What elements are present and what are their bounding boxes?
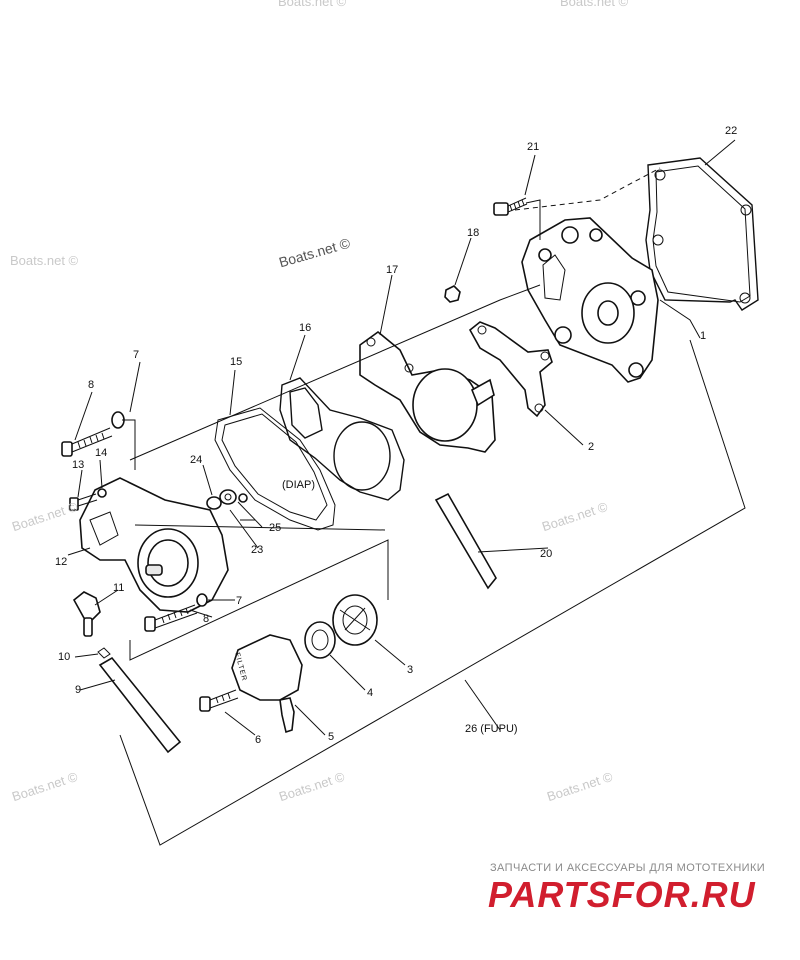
part-20-hose [434, 492, 497, 590]
part-1-cover [521, 217, 659, 383]
part-10-clip [97, 647, 111, 659]
part-5-filter-cover [231, 634, 303, 734]
callout-14: 14 [95, 447, 108, 459]
callout-9: 9 [75, 684, 82, 696]
callout-17: 17 [386, 264, 399, 276]
callout-15: 15 [230, 356, 243, 368]
callout-12: 12 [55, 556, 68, 568]
callout-22: 22 [725, 125, 738, 137]
part-3-valve [332, 594, 378, 646]
part-8-screw-lower [144, 593, 208, 632]
part-18-nut [444, 285, 461, 303]
callout-16: 16 [299, 322, 312, 334]
callout-20: 20 [540, 548, 553, 560]
callout-7-upper: 7 [133, 349, 140, 361]
callout-8-lower: 8 [203, 613, 210, 625]
part-15-diaphragm [214, 407, 336, 531]
callout-11: 11 [113, 582, 125, 594]
part-4-oring [304, 621, 336, 659]
diap-annotation: (DIAP) [282, 479, 315, 491]
part-22-gasket [645, 157, 759, 311]
callout-13: 13 [72, 459, 85, 471]
footer-subtitle: ЗАПЧАСТИ И АКСЕССУАРЫ ДЛЯ МОТОТЕХНИКИ [490, 862, 766, 874]
part-17-body [359, 330, 496, 453]
callout-18: 18 [467, 227, 480, 239]
callout-5: 5 [328, 731, 335, 743]
part-8-screw-upper [61, 427, 113, 457]
footer-logo: PARTSFOR.RU [488, 874, 756, 915]
part-11-fitting [72, 591, 101, 637]
part-6-screw [199, 689, 239, 712]
callout-7-lower: 7 [236, 595, 243, 607]
callout-25: 25 [269, 522, 282, 534]
part-9-hose [98, 656, 182, 754]
parts-23-24-25 [206, 489, 248, 510]
callout-24: 24 [190, 454, 203, 466]
watermark: Boats.net © [278, 0, 347, 9]
part-2-plate [468, 321, 553, 418]
parts-13-14 [69, 488, 107, 511]
watermark: Boats.net © [560, 0, 629, 9]
callout-2: 2 [588, 441, 595, 453]
part-16-gasket [279, 377, 405, 501]
callout-21: 21 [527, 141, 540, 153]
part-12-pump-body [79, 477, 229, 613]
assembly-lines [119, 167, 746, 846]
callout-8-upper: 8 [88, 379, 95, 391]
callout-3: 3 [407, 664, 414, 676]
part-21-screw [493, 197, 528, 216]
leader-lines [67, 139, 736, 736]
callout-26-fupu: 26 (FUPU) [465, 723, 518, 735]
callout-1: 1 [700, 330, 707, 342]
callout-4: 4 [367, 687, 374, 699]
watermark: Boats.net © [10, 253, 79, 268]
callout-23: 23 [251, 544, 264, 556]
callout-10: 10 [58, 651, 71, 663]
callout-6: 6 [255, 734, 262, 746]
